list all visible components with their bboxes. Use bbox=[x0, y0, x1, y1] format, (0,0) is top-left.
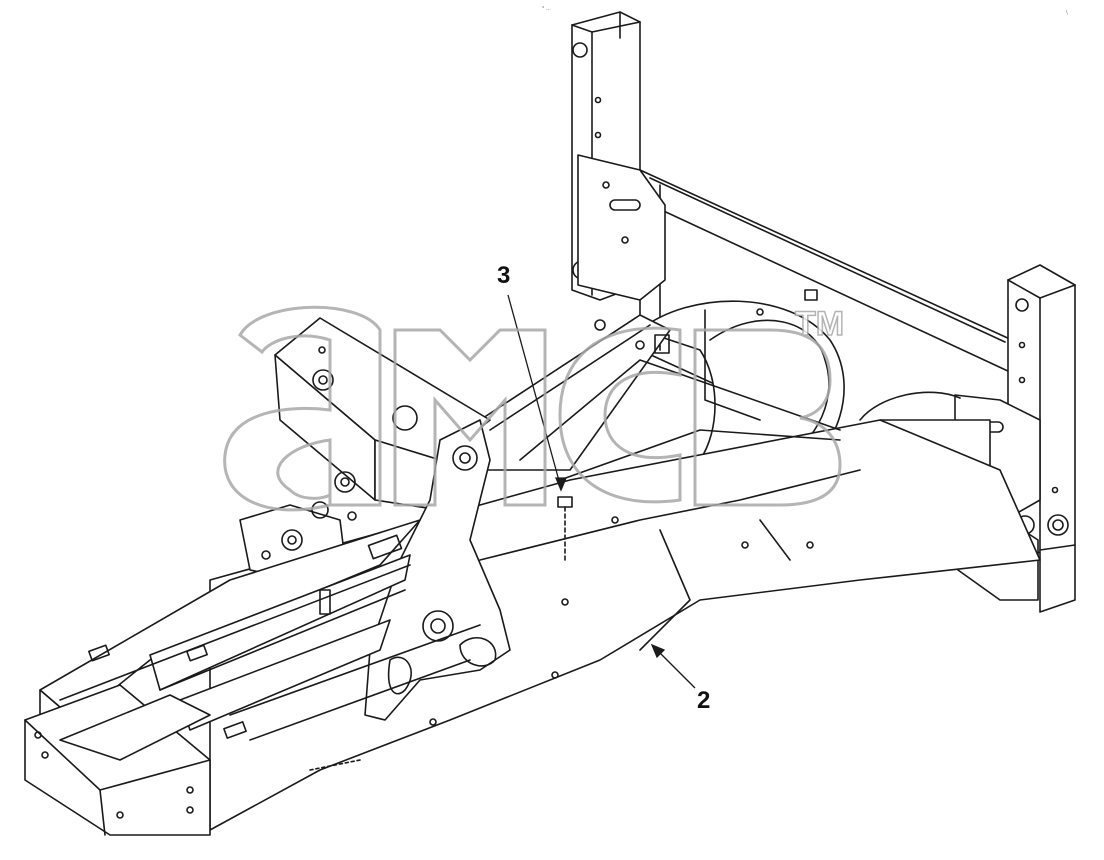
callout-3: 3 bbox=[497, 262, 510, 289]
arrowhead-2 bbox=[650, 643, 666, 659]
bracket-plate-3 bbox=[557, 496, 573, 561]
watermark-logo: TM bbox=[223, 304, 845, 512]
arrowhead-3 bbox=[555, 477, 567, 492]
leader-line-2 bbox=[654, 647, 696, 689]
leader-line-3 bbox=[507, 294, 562, 489]
header-mark: ° ... bbox=[542, 6, 551, 12]
leader-lines bbox=[507, 294, 696, 689]
front-rail-assembly bbox=[39, 519, 481, 741]
left-upright-post bbox=[571, 11, 666, 301]
trademark-mark: TM bbox=[795, 305, 844, 343]
corner-mark: \ bbox=[1066, 10, 1068, 16]
front-end-box bbox=[24, 534, 403, 836]
callout-2: 2 bbox=[697, 687, 710, 714]
